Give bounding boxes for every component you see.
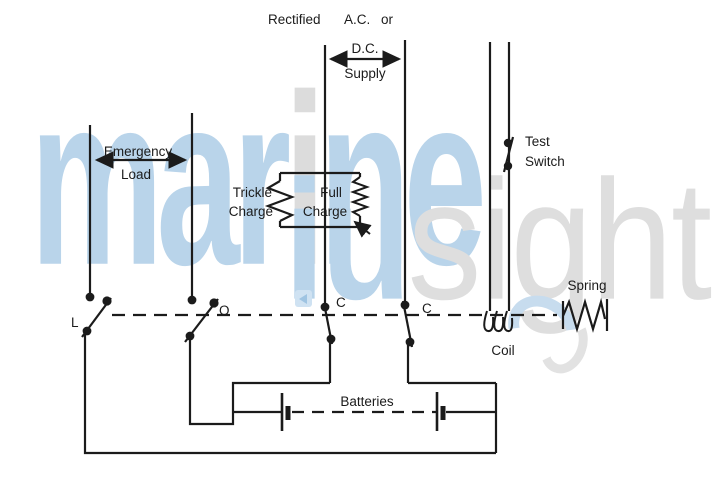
contact-dots [82,138,513,347]
full-charge-resistor [350,176,370,217]
contact-label-o: O [219,303,230,318]
label-trickle-2: Charge [229,204,273,219]
watermark-logo-icon [295,290,312,307]
spring-symbol [561,297,609,333]
label-coil: Coil [491,343,514,358]
label-test-1: Test [525,134,550,149]
caption-or: or [381,12,394,27]
caption-rectified: Rectified [268,12,321,27]
label-full-2: Charge [303,204,347,219]
wire-l-to-bottom [83,334,496,455]
watermark-marine: marine [30,58,487,301]
label-batteries: Batteries [340,394,394,409]
label-load: Load [121,167,151,182]
wiper-arrow-icon [353,220,372,238]
wire-battery-right [406,344,498,453]
label-spring: Spring [567,278,606,293]
trickle-charge-resistor [264,180,296,222]
contact-label-c2: C [422,301,432,316]
label-full-1: Full [320,185,342,200]
label-test-2: Switch [525,154,565,169]
caption-supply: Supply [344,66,386,81]
caption-ac: A.C. [344,12,370,27]
coil-symbol [483,310,514,333]
contact-label-l: L [71,315,79,330]
wire-o-link [188,339,332,426]
charge-box [278,171,362,229]
contact-label-c1: C [336,295,346,310]
watermark-text: ne [318,43,487,316]
battery-2 [435,392,446,431]
watermark-text: mar [30,43,291,316]
battery-1 [280,393,291,431]
watermark-text: sight [407,145,713,336]
caption-dc: D.C. [352,41,379,56]
label-trickle-1: Trickle [233,185,272,200]
label-emergency: Emergency [104,144,173,159]
